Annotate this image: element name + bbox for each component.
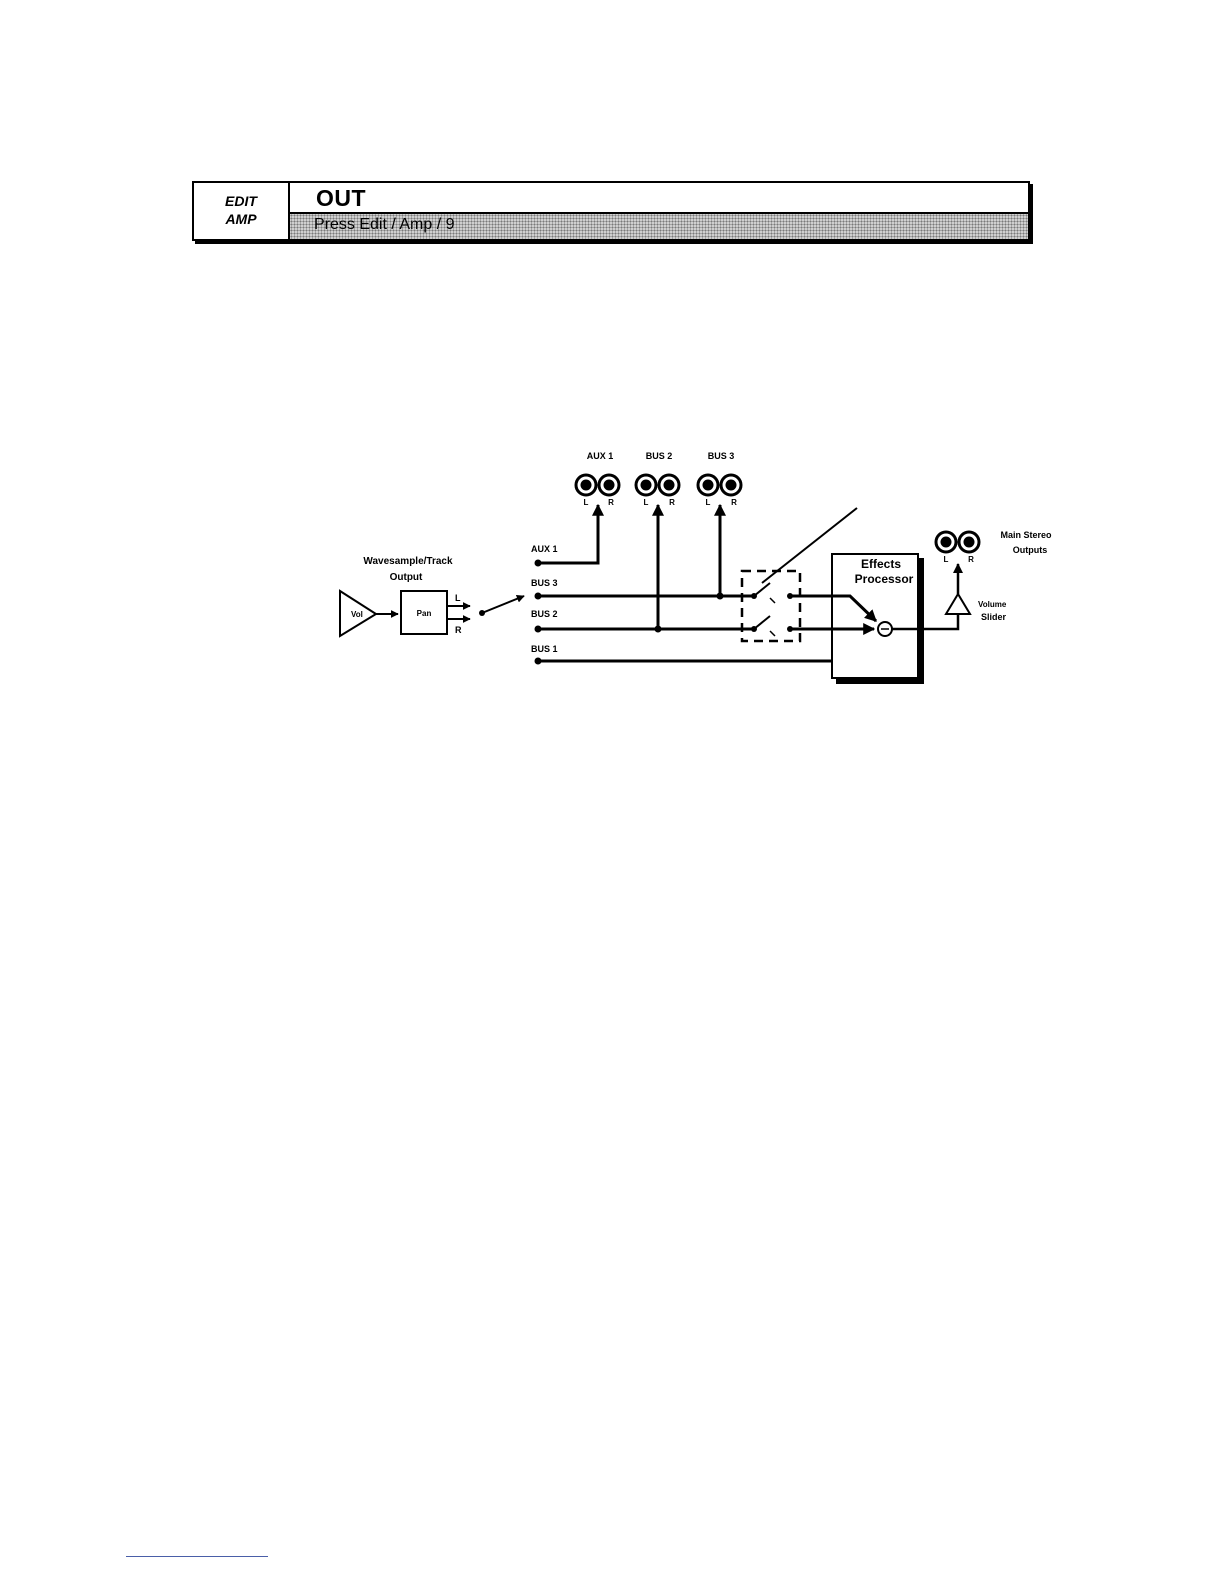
main-out-l: L <box>944 555 949 564</box>
vol-label: Vol <box>351 610 363 619</box>
bus3-jack-l: L <box>706 498 711 507</box>
bus-label-aux1: AUX 1 <box>531 544 558 554</box>
switch2-lever <box>754 616 770 629</box>
bus-label-bus2: BUS 2 <box>531 609 558 619</box>
switch2-tick <box>770 631 775 636</box>
jack-title-aux1: AUX 1 <box>587 451 614 461</box>
aux1-bus-line <box>538 505 598 563</box>
bus3-jack-pair-icon <box>698 475 741 495</box>
pan-out-l-label: L <box>455 593 461 603</box>
bus3-jack-r: R <box>731 498 737 507</box>
pan-label: Pan <box>417 609 432 618</box>
switch1-tick <box>770 598 775 603</box>
main-output-jack-pair-icon <box>936 532 979 552</box>
volume-slider-amplifier-icon <box>946 594 970 614</box>
bus2-jack-pair-icon <box>636 475 679 495</box>
main-outputs-label-line2: Outputs <box>1013 545 1048 555</box>
volume-label-line1: Volume <box>978 600 1007 609</box>
output-selector-switch <box>482 596 524 613</box>
footer-rule <box>126 1556 268 1557</box>
aux1-jack-l: L <box>584 498 589 507</box>
effects-label-line2: Processor <box>855 572 914 586</box>
jack-title-bus2: BUS 2 <box>646 451 673 461</box>
bus-label-bus1: BUS 1 <box>531 644 558 654</box>
aux1-jack-r: R <box>608 498 614 507</box>
bus-label-bus3: BUS 3 <box>531 578 558 588</box>
aux1-jack-pair-icon <box>576 475 619 495</box>
volume-label-line2: Slider <box>981 612 1007 622</box>
switch1-lever <box>754 583 770 596</box>
bus1-line <box>538 638 876 661</box>
main-outputs-label-line1: Main Stereo <box>1000 530 1052 540</box>
source-label-line1: Wavesample/Track <box>363 556 453 567</box>
source-label-line2: Output <box>390 572 423 583</box>
jack-title-bus3: BUS 3 <box>708 451 735 461</box>
bus2-jack-l: L <box>644 498 649 507</box>
effects-label-line1: Effects <box>861 557 901 571</box>
bus2-jack-r: R <box>669 498 675 507</box>
pan-out-r-label: R <box>455 625 462 635</box>
main-out-r: R <box>968 555 974 564</box>
